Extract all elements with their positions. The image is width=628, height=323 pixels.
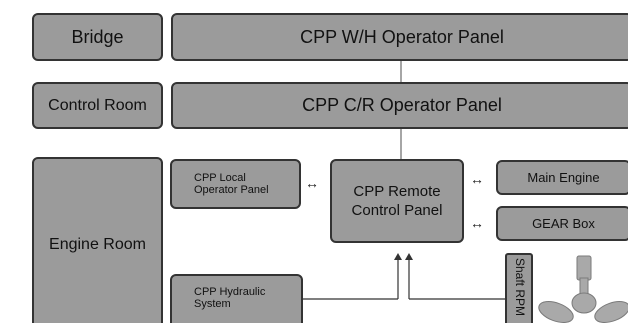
control-room-label-box: Control Room [32, 82, 163, 129]
remote-gear-box-double-arrow: ↔ [470, 215, 484, 231]
cr-operator-panel-label: CPP C/R Operator Panel [302, 95, 502, 115]
cr-operator-panel-box: CPP C/R Operator Panel [171, 82, 628, 129]
hydraulic-line1: CPP Hydraulic [194, 286, 266, 298]
shaft-rpm-label: Shaft RPM [513, 258, 527, 317]
local-remote-double-arrow: ↔ [305, 175, 319, 191]
control-room-label: Control Room [48, 96, 147, 114]
bridge-label: Bridge [71, 26, 124, 47]
remote-panel-line2: Control Panel [351, 202, 443, 219]
propeller-icon [538, 255, 628, 323]
wh-operator-panel-box: CPP W/H Operator Panel [171, 13, 628, 61]
remote-control-panel-box: CPP Remote Control Panel [330, 159, 464, 243]
shaft-arrowhead [405, 253, 413, 260]
remote-panel-line1: CPP Remote [353, 183, 441, 200]
hydraulic-arrowhead [394, 253, 402, 260]
remote-main-engine-double-arrow: ↔ [470, 171, 484, 187]
gear-box-label: GEAR Box [532, 216, 595, 231]
engine-room-label: Engine Room [49, 235, 146, 253]
bridge-label-box: Bridge [32, 13, 163, 61]
main-engine-label: Main Engine [527, 170, 600, 185]
shaft-rpm-box [505, 253, 533, 323]
wh-operator-panel-label: CPP W/H Operator Panel [300, 26, 504, 47]
gear-box-box: GEAR Box [496, 206, 628, 241]
hydraulic-line2: System [194, 298, 231, 310]
local-panel-line2: Operator Panel [194, 184, 269, 196]
engine-room-label-box: Engine Room [32, 157, 163, 323]
local-panel-line1: CPP Local [194, 172, 246, 184]
main-engine-box: Main Engine [496, 160, 628, 195]
local-operator-panel-box: CPP Local Operator Panel [170, 159, 301, 209]
hydraulic-system-box: CPP Hydraulic System [170, 274, 303, 323]
